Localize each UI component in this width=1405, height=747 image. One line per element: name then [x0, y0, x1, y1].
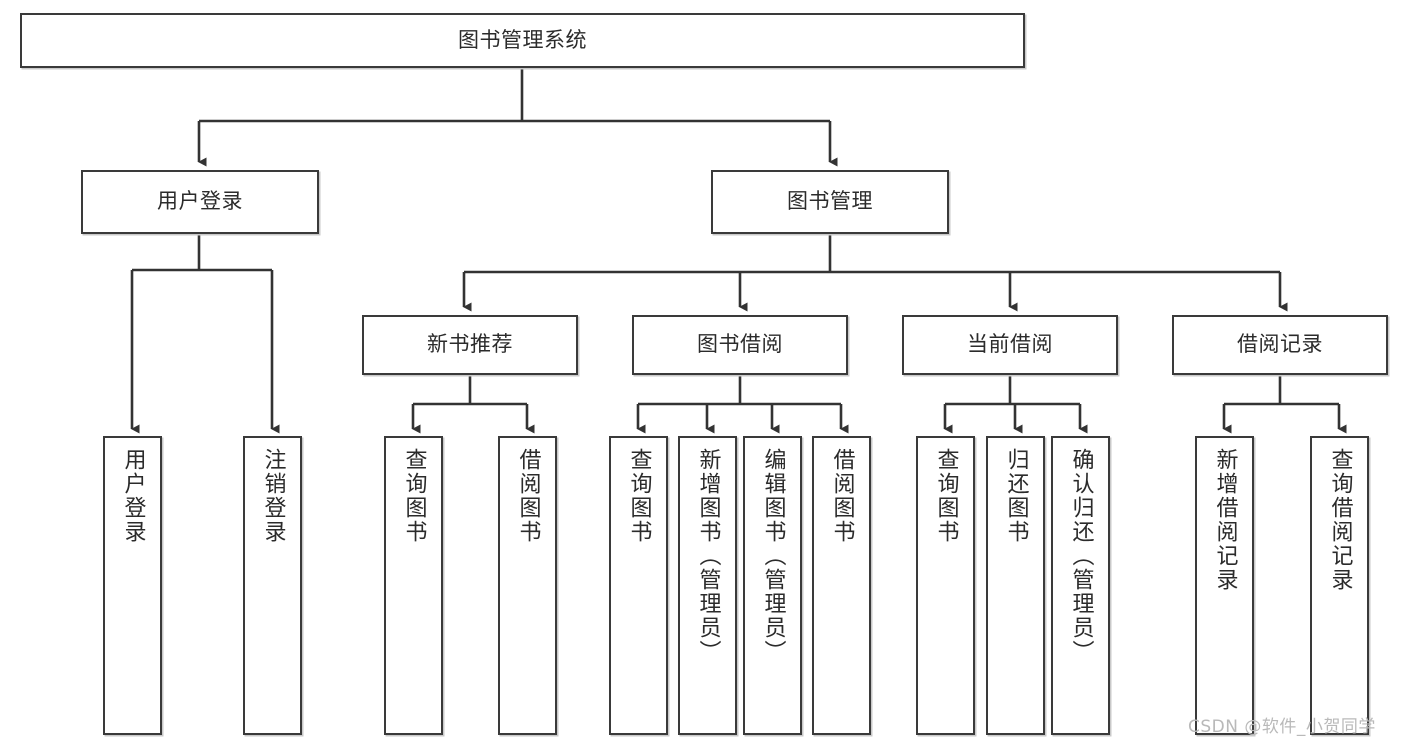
node-label: 图书管理系统 [458, 27, 587, 52]
node-label: 查询图书 [626, 448, 652, 544]
node-leaf-borrow-record-add[interactable]: 新增借阅记录 [1195, 436, 1254, 735]
node-label: 查询借阅记录 [1327, 448, 1353, 592]
node-root-book-management-system[interactable]: 图书管理系统 [20, 13, 1025, 68]
node-borrow-record[interactable]: 借阅记录 [1172, 315, 1388, 375]
node-leaf-user-login-logout[interactable]: 注销登录 [243, 436, 302, 735]
node-new-book-recommend[interactable]: 新书推荐 [362, 315, 578, 375]
node-label: 借阅图书 [515, 448, 541, 544]
node-label: 确认归还（管理员） [1068, 448, 1094, 664]
node-current-borrow[interactable]: 当前借阅 [902, 315, 1118, 375]
node-label: 查询图书 [933, 448, 959, 544]
node-label: 用户登录 [120, 448, 146, 544]
node-label: 编辑图书（管理员） [760, 448, 786, 664]
node-label: 用户登录 [157, 189, 243, 214]
watermark-csdn: CSDN @软件_小贺同学 [1188, 717, 1376, 737]
node-leaf-borrow-record-query[interactable]: 查询借阅记录 [1310, 436, 1369, 735]
node-leaf-new-book-query[interactable]: 查询图书 [384, 436, 443, 735]
node-user-login[interactable]: 用户登录 [81, 170, 319, 234]
node-book-borrow[interactable]: 图书借阅 [632, 315, 848, 375]
node-label: 借阅图书 [829, 448, 855, 544]
node-leaf-current-borrow-return[interactable]: 归还图书 [986, 436, 1045, 735]
node-label: 注销登录 [260, 448, 286, 544]
node-leaf-book-borrow-add[interactable]: 新增图书（管理员） [678, 436, 737, 735]
node-label: 查询图书 [401, 448, 427, 544]
node-label: 新增借阅记录 [1212, 448, 1238, 592]
node-label: 借阅记录 [1237, 332, 1323, 357]
node-leaf-book-borrow-query[interactable]: 查询图书 [609, 436, 668, 735]
node-label: 归还图书 [1003, 448, 1029, 544]
node-leaf-current-borrow-confirm[interactable]: 确认归还（管理员） [1051, 436, 1110, 735]
node-leaf-new-book-borrow[interactable]: 借阅图书 [498, 436, 557, 735]
node-leaf-book-borrow-edit[interactable]: 编辑图书（管理员） [743, 436, 802, 735]
node-label: 新增图书（管理员） [695, 448, 721, 664]
node-label: 图书管理 [787, 189, 873, 214]
node-label: 图书借阅 [697, 332, 783, 357]
node-leaf-book-borrow-borrow[interactable]: 借阅图书 [812, 436, 871, 735]
node-book-management[interactable]: 图书管理 [711, 170, 949, 234]
node-label: 新书推荐 [427, 332, 513, 357]
node-label: 当前借阅 [967, 332, 1053, 357]
node-leaf-user-login-login[interactable]: 用户登录 [103, 436, 162, 735]
node-leaf-current-borrow-query[interactable]: 查询图书 [916, 436, 975, 735]
